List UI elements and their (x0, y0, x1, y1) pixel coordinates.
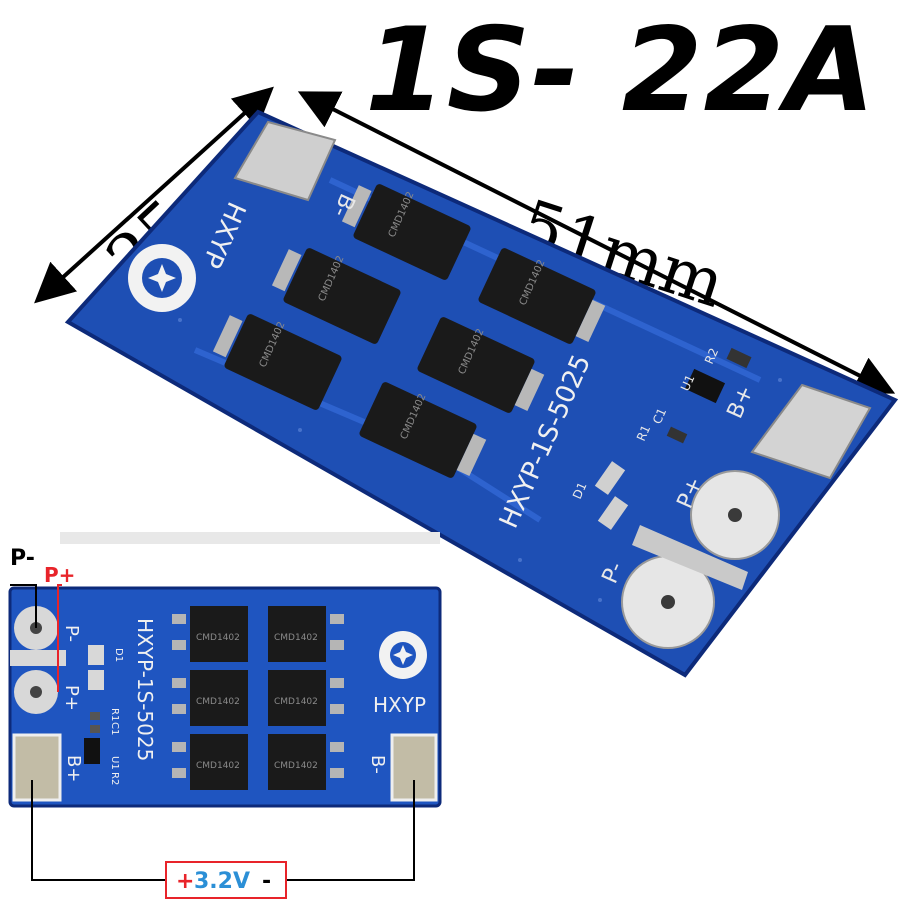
diode-d1 (594, 461, 626, 495)
c1-label: C1 (650, 406, 669, 426)
main-board-photo (64, 109, 899, 678)
diode-d1-flat (88, 645, 104, 665)
voltage-minus-sign: - (262, 869, 271, 894)
b-plus-pad (750, 383, 872, 480)
diode-label: D1 (570, 480, 590, 501)
svg-text:CMD1402: CMD1402 (196, 761, 240, 771)
length-dimension-arrow (297, 91, 896, 394)
hxyp-logo-icon (128, 244, 196, 312)
b-plus-pad-flat (12, 733, 62, 802)
r2-label-flat: R2 (109, 772, 120, 785)
r2-label: R2 (702, 346, 721, 366)
mosfet-array (212, 184, 606, 478)
mosfet-array-flat (190, 606, 326, 790)
svg-text:CMD1402: CMD1402 (274, 761, 318, 771)
p-plus-wire (57, 584, 62, 692)
diode-label-flat: D1 (113, 648, 124, 662)
mosfet-markings-flat: CMD1402 CMD1402 CMD1402 CMD1402 CMD1402 … (196, 633, 318, 771)
svg-text:CMD1402: CMD1402 (274, 633, 318, 643)
p-minus-wire (10, 584, 37, 628)
wiring-diagram (8, 532, 442, 899)
p-minus-label-flat: P- (61, 625, 82, 642)
svg-text:CMD1402: CMD1402 (196, 697, 240, 707)
b-minus-label-flat: B- (367, 755, 388, 774)
component-labels-flat: R1 (109, 708, 120, 721)
p-plus-label-flat: P+ (61, 685, 82, 711)
p-plus-wire-label: P+ (44, 563, 75, 587)
b-plus-label-flat: B+ (63, 755, 84, 782)
voltage-box (165, 861, 287, 899)
b-minus-wire (286, 780, 415, 881)
width-dimension-arrow (34, 86, 274, 304)
logo-flat-icon (379, 631, 427, 679)
ic-label-flat: U1 (109, 756, 120, 770)
control-ic (684, 368, 726, 404)
p-minus-wire-label: P- (10, 546, 35, 571)
c1-label-flat: C1 (109, 722, 120, 735)
b-minus-pad (233, 120, 337, 202)
svg-text:CMD1402: CMD1402 (274, 697, 318, 707)
b-plus-wire (31, 780, 166, 881)
ic-label: U1 (678, 373, 697, 394)
r1-label: R1 (634, 423, 653, 443)
svg-text:CMD1402: CMD1402 (196, 633, 240, 643)
model-label-flat: HXYP-1S-5025 (133, 618, 157, 761)
voltage-value: 3.2V (194, 869, 250, 894)
brand-label-flat: HXYP (373, 693, 426, 717)
control-ic-flat (84, 738, 100, 764)
voltage-plus-sign: + (176, 869, 194, 894)
